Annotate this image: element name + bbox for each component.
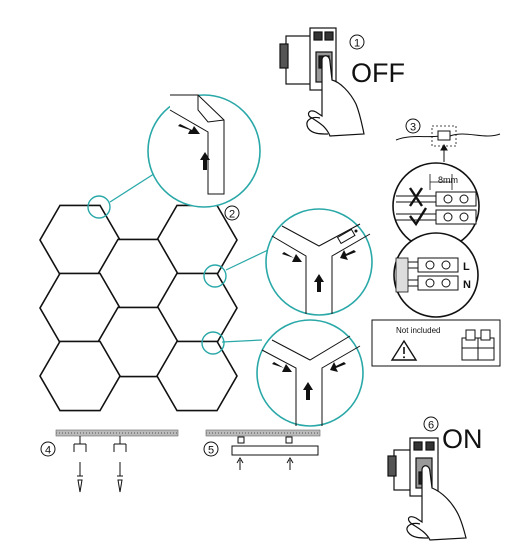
step3-wiring: 3 8mm L N Not included [371,118,501,367]
screw-icon [73,436,127,493]
hexagon-panel-7 [39,340,121,412]
hand-switch-on-icon [387,437,467,541]
step2-hexagon-panels: 2 [39,94,373,427]
callout-bottom [201,319,364,427]
check-icon [409,207,428,227]
step6-on-label: ON [442,424,483,454]
hand-switch-off-icon [279,27,365,137]
step1-number: 1 [354,38,360,50]
step4-mounting-screws: 4 [40,429,179,493]
step3-number: 3 [410,122,416,134]
step1-off-label: OFF [351,58,405,88]
not-included-label: Not included [396,326,440,335]
step1-switch-off: 1 OFF [279,27,405,137]
step5-number: 5 [208,445,214,457]
terminal-n-label: N [463,279,471,291]
rail-icon [231,436,319,470]
cross-icon [409,187,423,207]
step6-switch-on: 6 ON [387,416,483,541]
warning-icon [390,339,418,361]
arrow-icon [178,124,210,170]
wire-length-label: 8mm [438,175,458,185]
connector-icon [336,228,358,245]
terminal-block-icon [461,329,495,361]
arrow-icon [282,250,356,292]
step5-mounting-rail: 5 [203,429,321,470]
terminal-l-label: L [463,261,470,273]
arrow-icon [272,362,346,400]
step4-number: 4 [45,445,51,457]
hexagon-grid [39,204,238,412]
step2-number: 2 [229,209,235,221]
callout-top [87,94,261,219]
hexagon-panel-8 [156,340,238,412]
step6-number: 6 [428,420,434,432]
callout-middle [203,208,373,316]
